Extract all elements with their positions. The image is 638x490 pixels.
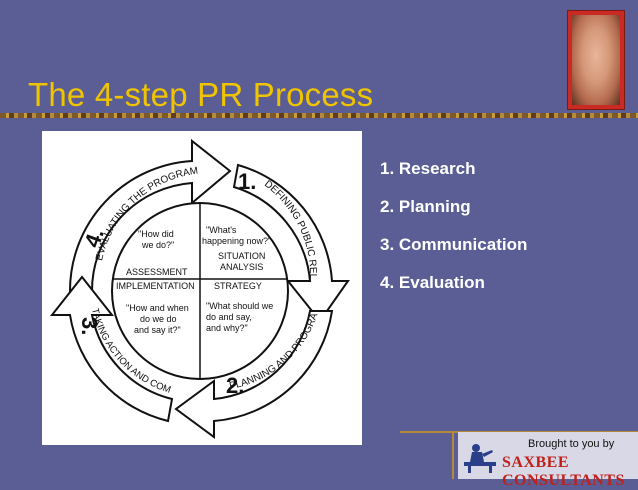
arrow-defining	[232, 163, 350, 323]
step-item-research: 1. Research	[380, 159, 476, 178]
arrow-taking-action	[49, 275, 174, 423]
quote-what-should-1: "What should we	[206, 301, 273, 311]
quote-what-should-3: and why?"	[206, 323, 248, 333]
quote-how-when-2: do we do	[140, 314, 177, 324]
sponsor-banner: Brought to you by SAXBEE CONSULTANTS	[458, 432, 638, 489]
quote-whats-1: "What's	[206, 225, 237, 235]
slide: The 4-step PR Process EVALUATING THE P	[0, 10, 638, 489]
step-number-3: 3.	[77, 317, 102, 335]
quote-how-when-3: and say it?"	[134, 325, 181, 335]
step-item-evaluation: 4. Evaluation	[380, 273, 485, 292]
pr-process-diagram: EVALUATING THE PROGRAM DEFINING PUBLIC R…	[38, 123, 362, 445]
sponsor-logo-icon	[464, 444, 496, 473]
step-number-2: 2.	[226, 373, 244, 398]
situation-label-2: ANALYSIS	[220, 262, 263, 272]
step-number-1: 1.	[238, 169, 256, 194]
title-divider	[0, 113, 638, 118]
step-item-communication: 3. Communication	[380, 235, 528, 254]
implementation-label: IMPLEMENTATION	[116, 281, 195, 291]
quote-what-should-2: do and say,	[206, 312, 252, 322]
presenter-photo	[567, 10, 625, 110]
strategy-label: STRATEGY	[214, 281, 262, 291]
banner-tagline: Brought to you by	[528, 438, 615, 450]
quote-how-did-1: "How did	[138, 229, 174, 239]
banner-company-name: SAXBEE CONSULTANTS	[502, 454, 625, 489]
step-item-planning: 2. Planning	[380, 197, 471, 216]
arrow-evaluating	[68, 138, 232, 292]
presenter-face-image	[572, 15, 620, 105]
arrow-planning	[174, 310, 334, 439]
step-list: 1. Research 2. Planning 3. Communication…	[380, 158, 527, 310]
cycle-diagram-svg: EVALUATING THE PROGRAM DEFINING PUBLIC R…	[38, 123, 350, 439]
slide-title: The 4-step PR Process	[28, 76, 374, 113]
situation-label-1: SITUATION	[218, 251, 265, 261]
quote-how-did-2: we do?"	[141, 240, 174, 250]
quote-whats-2: happening now?"	[202, 236, 271, 246]
quote-how-when-1: "How and when	[126, 303, 189, 313]
banner-frame-left	[452, 431, 454, 479]
assessment-label: ASSESSMENT	[126, 267, 188, 277]
